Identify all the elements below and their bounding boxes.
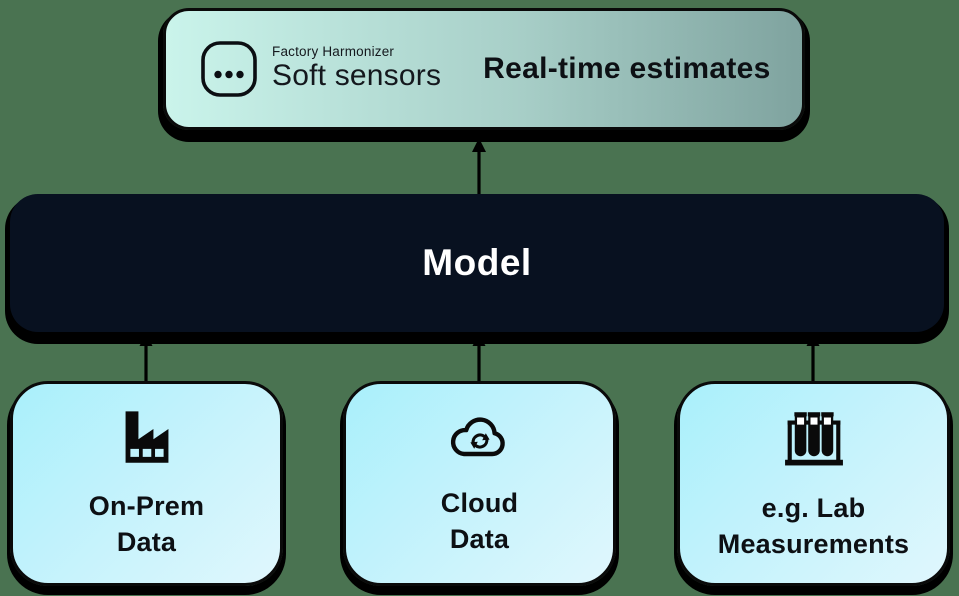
source-box-lab: e.g. Lab Measurements xyxy=(677,381,950,586)
arrow-lab-to-model xyxy=(806,333,820,383)
product-name: Soft sensors xyxy=(272,59,442,93)
factory-icon xyxy=(117,407,177,465)
brand-block: Factory Harmonizer Soft sensors xyxy=(272,44,441,94)
output-box: Factory Harmonizer Soft sensors Real-tim… xyxy=(163,8,805,130)
arrow-onprem-to-model xyxy=(139,333,153,383)
source-box-onprem: On-Prem Data xyxy=(10,381,283,586)
brand-name: Factory Harmonizer xyxy=(272,44,395,60)
test-tubes-icon xyxy=(784,405,843,467)
model-label: Model xyxy=(422,242,532,283)
source-label: Cloud Data xyxy=(440,488,519,554)
source-label: On-Prem Data xyxy=(88,491,205,557)
ellipsis-badge-icon xyxy=(200,40,258,98)
arrow-model-to-output xyxy=(472,138,486,196)
output-title: Real-time estimates xyxy=(483,52,771,85)
cloud-sync-icon xyxy=(445,410,515,462)
source-box-cloud: Cloud Data xyxy=(343,381,616,586)
arrow-cloud-to-model xyxy=(472,333,486,383)
model-box: Model xyxy=(10,194,944,332)
source-label: e.g. Lab Measurements xyxy=(717,493,910,559)
